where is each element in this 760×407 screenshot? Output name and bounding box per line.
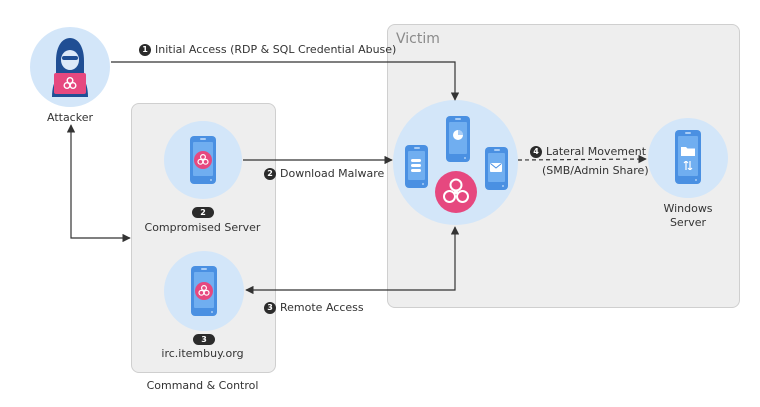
download-malware-text: Download Malware (280, 167, 385, 180)
phone-icon (675, 130, 701, 184)
biohazard-icon (63, 77, 77, 90)
folder-icon (681, 147, 695, 156)
windows-server-label-line1: Windows (663, 202, 713, 215)
database-icon (411, 159, 421, 172)
step-badge: 3 (264, 302, 276, 314)
remote-access-label: 3 Remote Access (264, 301, 364, 314)
biohazard-icon (194, 151, 212, 169)
step-badge: 1 (139, 44, 151, 56)
irc-server-label: irc.itembuy.org (161, 347, 244, 360)
initial-access-arrow (111, 61, 460, 101)
remote-access-arrow (245, 226, 460, 295)
lateral-movement-label: 4 Lateral Movement (530, 145, 646, 158)
windows-server-label-line2: Server (669, 216, 707, 229)
attacker-cnc-arrow (66, 124, 131, 243)
step-badge: 3 (193, 334, 215, 345)
remote-access-text: Remote Access (280, 301, 364, 314)
pie-chart-icon (453, 130, 463, 140)
biohazard-icon (435, 171, 477, 213)
biohazard-icon (195, 282, 213, 300)
mail-icon (490, 163, 502, 172)
victim-panel-title: Victim (396, 31, 440, 47)
attacker-label: Attacker (46, 111, 93, 124)
lateral-movement-arrow (517, 154, 647, 164)
step-badge: 4 (530, 146, 542, 158)
step-badge: 2 (192, 207, 214, 218)
initial-access-text: Initial Access (RDP & SQL Credential Abu… (155, 43, 397, 56)
hacker-icon (52, 38, 88, 97)
initial-access-label: 1 Initial Access (RDP & SQL Credential Ab… (139, 43, 396, 56)
transfer-icon (683, 161, 693, 170)
lateral-movement-sublabel: (SMB/Admin Share) (542, 164, 649, 177)
download-malware-label: 2 Download Malware (264, 167, 384, 180)
compromised-server-label: Compromised Server (144, 221, 261, 234)
lateral-movement-text: Lateral Movement (546, 145, 647, 158)
cnc-panel-title: Command & Control (146, 379, 259, 392)
step-badge: 2 (264, 168, 276, 180)
